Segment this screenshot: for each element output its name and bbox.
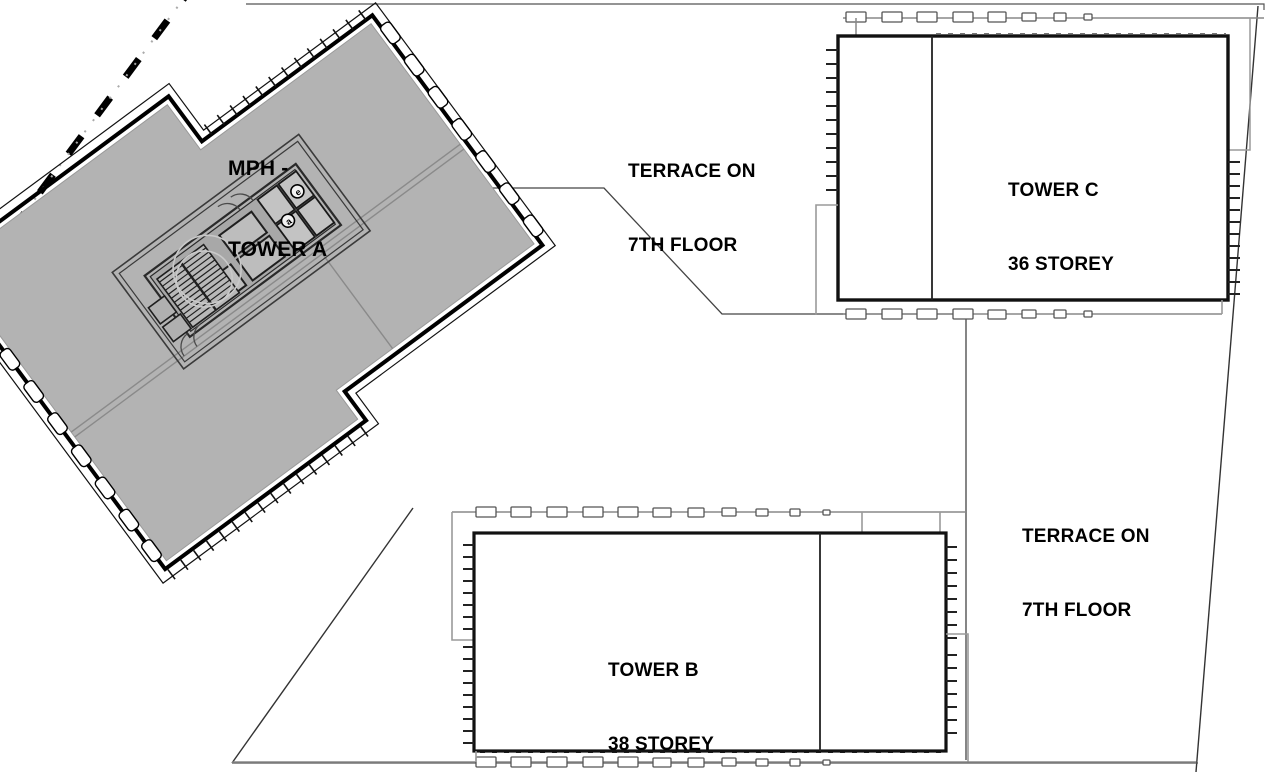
tower-c-group — [815, 11, 1264, 320]
tower-a-door-swings — [180, 193, 254, 357]
tower-c-right-ticks — [1228, 161, 1240, 295]
tower-a-turning-circles — [172, 234, 242, 308]
property-boundary-line — [0, 0, 188, 252]
tower-a-interior-division-lines — [70, 143, 465, 438]
tower-b-right-service-leg — [946, 633, 969, 762]
tower-a-edge-ticks — [167, 9, 369, 580]
tower-b-south-rail — [232, 751, 1196, 768]
tower-c-left-ticks — [826, 49, 838, 191]
tower-a-setback-outline — [0, 2, 557, 584]
tower-c-top-hatch — [930, 33, 1226, 37]
tower-b-edge-hatch — [476, 530, 944, 753]
tower-b-outline — [472, 531, 948, 753]
tower-a-service-boxes — [147, 294, 193, 343]
tower-c-north-rail — [843, 11, 1264, 151]
tower-b-left-ticks — [463, 544, 474, 744]
tower-a-room-tags: a e — [280, 184, 305, 229]
svg-text:a: a — [284, 215, 295, 227]
tower-a-group: a e — [0, 2, 557, 584]
tower-b-right-ticks — [946, 546, 957, 734]
tower-c-south-rail — [843, 300, 1223, 320]
tower-a-window-markers — [0, 21, 544, 563]
tower-c-outline — [836, 34, 1230, 302]
tower-a-outer-wall — [0, 12, 546, 572]
tower-a-core-detail: a e — [111, 133, 372, 370]
tower-c-left-service-leg — [815, 204, 838, 315]
tower-b-group — [232, 506, 1196, 768]
svg-text:e: e — [293, 187, 303, 198]
tower-b-north-rail — [451, 506, 966, 641]
